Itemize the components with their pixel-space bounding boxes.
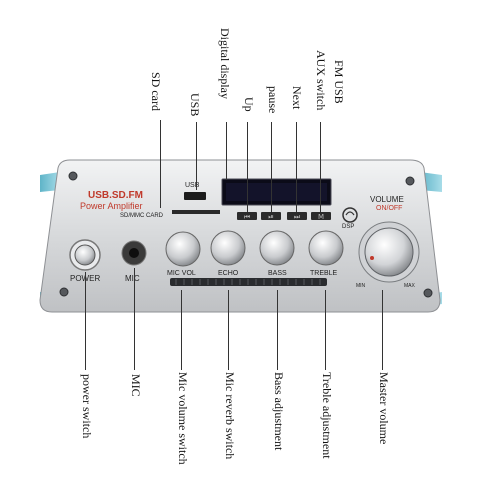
knob-label-treble: TREBLE — [310, 270, 338, 277]
callout-bass-adjustment: Bass adjustment — [272, 372, 286, 451]
callout-master-volume: Master volume — [377, 372, 391, 445]
callout-next: Next — [290, 86, 304, 110]
control-buttons: ⏮ ⏯ ⏭ M — [237, 212, 331, 221]
usb-port — [184, 192, 206, 200]
leader-up — [247, 122, 248, 212]
leader-fm-usb — [320, 122, 321, 212]
knob-label-mic-vol: MIC VOL — [167, 270, 196, 277]
knob-label-echo: ECHO — [218, 270, 239, 277]
svg-text:M: M — [318, 213, 324, 221]
volume-title: VOLUME — [370, 195, 404, 204]
subtitle-line: Power Amplifier — [80, 201, 143, 211]
volume-sub: ON/OFF — [376, 205, 403, 212]
leader-usb — [196, 122, 197, 190]
dsp-badge: DSP — [342, 224, 355, 230]
volume-max: MAX — [404, 283, 415, 289]
callout-mic-volume-switch: Mic volume switch — [176, 372, 190, 465]
leader-next — [296, 122, 297, 212]
usb-port-label: USB — [185, 182, 200, 189]
knob-row — [165, 230, 344, 267]
leader-mic-volume — [181, 290, 182, 370]
callout-up: Up — [242, 97, 256, 112]
screw-icon — [405, 176, 415, 186]
svg-text:⏮: ⏮ — [244, 213, 250, 221]
svg-text:⏭: ⏭ — [294, 213, 301, 221]
leader-treble — [325, 290, 326, 370]
leader-sd-card — [160, 120, 161, 208]
leader-pause — [271, 122, 272, 212]
callout-treble-adjustment: Treble adjustment — [320, 372, 334, 459]
screw-icon — [68, 171, 78, 181]
callout-usb: USB — [188, 93, 202, 117]
callout-pause: pause — [266, 86, 280, 114]
leader-digital-display — [226, 122, 227, 180]
sd-slot-label: SD/MMC CARD — [120, 213, 163, 219]
callout-digital-display: Digital display — [218, 28, 232, 99]
leader-mic — [134, 268, 135, 370]
mic-label: MIC — [125, 274, 140, 283]
brand-line: USB.SD.FM — [88, 190, 143, 201]
callout-fm-usb: FM USB — [332, 60, 346, 104]
leader-mic-reverb — [228, 290, 229, 370]
dsp-icon — [342, 207, 358, 223]
volume-min: MIN — [356, 283, 366, 289]
callout-aux-switch: AUX switch — [314, 50, 328, 111]
sd-card-slot — [172, 210, 220, 214]
screw-icon — [59, 287, 69, 297]
screw-icon — [423, 288, 433, 298]
svg-text:⏯: ⏯ — [268, 213, 274, 221]
callout-sd-card: SD card — [149, 72, 163, 111]
callout-power-switch: power switch — [80, 374, 94, 439]
leader-bass — [277, 290, 278, 370]
leader-master-volume — [382, 290, 383, 370]
callout-mic-reverb-switch: Mic reverb switch — [223, 372, 237, 460]
knob-label-bass: BASS — [268, 270, 287, 277]
callout-mic: MIC — [129, 374, 143, 397]
leader-power-switch — [85, 272, 86, 370]
